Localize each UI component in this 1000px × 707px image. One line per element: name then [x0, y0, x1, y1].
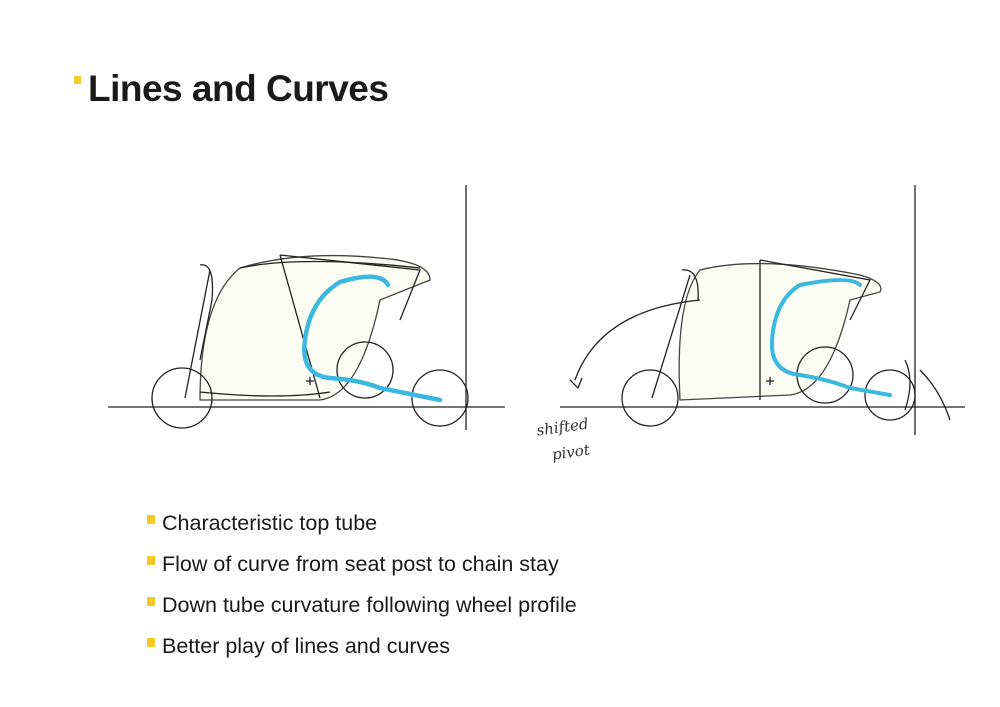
bullet-item: Flow of curve from seat post to chain st… — [147, 549, 577, 590]
bullet-marker — [147, 515, 155, 524]
left-bicycle-sketch — [108, 185, 505, 430]
title-bullet-marker — [74, 76, 81, 84]
bullet-marker — [147, 597, 155, 606]
right-bicycle-sketch — [560, 185, 965, 435]
bullet-marker — [147, 556, 155, 565]
bullet-item: Characteristic top tube — [147, 508, 577, 549]
shifted-pivot-annotation: shifted pivot — [535, 407, 621, 470]
bullet-marker — [147, 638, 155, 647]
bullet-list: Characteristic top tube Flow of curve fr… — [147, 508, 577, 672]
bullet-text: Down tube curvature following wheel prof… — [162, 593, 577, 617]
bullet-text: Flow of curve from seat post to chain st… — [162, 552, 559, 576]
bullet-item: Better play of lines and curves — [147, 631, 577, 672]
bullet-item: Down tube curvature following wheel prof… — [147, 590, 577, 631]
slide-title: Lines and Curves — [88, 68, 389, 109]
right-highlight-curve — [769, 278, 892, 397]
left-highlight-curve — [302, 274, 443, 403]
bullet-text: Better play of lines and curves — [162, 634, 451, 658]
bullet-text: Characteristic top tube — [162, 511, 378, 535]
